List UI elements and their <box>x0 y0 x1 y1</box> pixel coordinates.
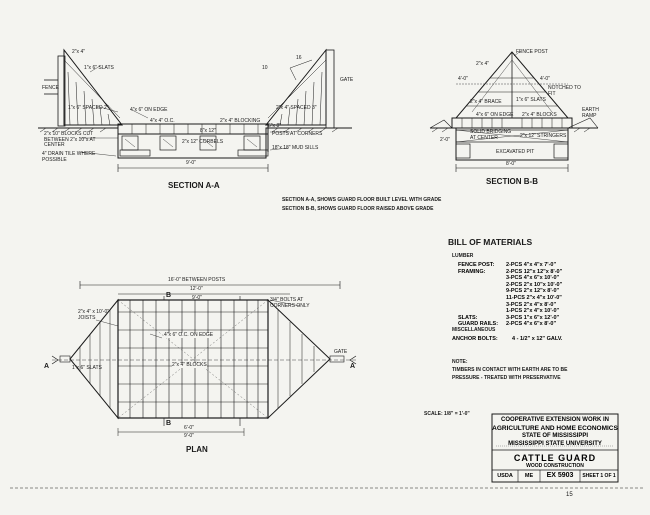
dim-8ft-bb: 8'-0" <box>506 161 516 167</box>
dim-4ft-left: 4'-0" <box>458 76 468 82</box>
bom-row-text: 2-PCS 4"x 6"x 8'-0" <box>506 321 557 328</box>
label-plan-gate: GATE <box>334 349 348 355</box>
bom-row-text: 2-PCS 12"x 12"x 8'-0" <box>506 268 563 275</box>
dim-9ft-plan: 9'-0" <box>192 295 202 301</box>
corner-mark: 15 <box>566 492 573 498</box>
title-block-line-1: COOPERATIVE EXTENSION WORK IN <box>501 417 609 423</box>
dim-16ft-posts: 16'-0" BETWEEN POSTS <box>168 277 226 283</box>
label-bb-blocks: 2"x 4" BLOCKS <box>522 112 557 118</box>
bom-heading-misc: MISCELLANEOUS <box>452 327 496 333</box>
note-line-1: TIMBERS IN CONTACT WITH EARTH ARE TO BE <box>452 367 568 373</box>
section-bb-drawing <box>429 49 599 172</box>
bom-title: BILL OF MATERIALS <box>448 237 533 247</box>
agency2-cell: ME <box>524 473 534 479</box>
label-slope-10: 10 <box>262 65 268 71</box>
bom-row-text: 1-PCS 2"x 4"x 10'-0" <box>506 308 560 315</box>
dim-6ft-plan: 6'-0" <box>184 425 194 431</box>
ex-number-cell: EX 5903 <box>546 472 574 479</box>
bom-row-text: 11-PCS 2"x 4"x 10'-0" <box>506 295 562 301</box>
bom-row-text: 9-PCS 2"x 12"x 8'-0" <box>506 288 560 295</box>
label-bb-2x4: 2"x 4" <box>476 61 490 67</box>
bom-misc-label: ANCHOR BOLTS: <box>452 336 498 342</box>
dim-9ft-aa: 9'-0" <box>186 160 196 166</box>
scale-label: SCALE: 1/8" = 1'-0" <box>424 411 470 417</box>
section-marker-b-top: B <box>166 292 172 299</box>
section-note-1: SECTION A-A, SHOWS GUARD FLOOR BUILT LEV… <box>282 197 442 203</box>
note-heading: NOTE: <box>452 359 468 365</box>
title-block-line-4: MISSISSIPPI STATE UNIVERSITY <box>508 441 602 447</box>
section-note-2: SECTION B-B, SHOWS GUARD FLOOR RAISED AB… <box>282 206 434 212</box>
section-marker-a-right: A <box>350 363 356 370</box>
label-bb-4x6: 4"x 6" ON EDGE <box>476 112 514 118</box>
label-6x8: 6"x 8" <box>268 123 282 129</box>
label-2x4-blocking: 2"x 4" BLOCKING <box>220 118 261 124</box>
bom-heading-lumber: LUMBER <box>452 253 474 259</box>
section-marker-b-bottom: B <box>166 420 172 427</box>
label-drain-tile: 4" DRAIN TILE WHERE POSSIBLE <box>42 151 96 163</box>
label-4x4-oc: 4"x 4" O.C. <box>150 118 175 124</box>
label-slats: 1"x 6" SLATS <box>84 65 114 71</box>
title-block-frame <box>491 413 619 483</box>
dim-4ft-right: 4'-0" <box>540 76 550 82</box>
label-brace: 2"x 4" BRACE <box>470 99 502 105</box>
label-earth-ramp: EARTH RAMP <box>582 107 599 119</box>
bom-row-label: SLATS: <box>458 314 478 321</box>
label-blocks-cut: 2"x 10" BLOCKS CUT BETWEEN 2"x 10"s AT C… <box>44 131 96 148</box>
label-joists: 2"x 4" x 10'-0" JOISTS <box>78 309 110 321</box>
dim-9ft-plan-bottom: 9'-0" <box>184 433 194 439</box>
section-aa-title: SECTION A-A <box>168 181 220 190</box>
bom-row-text: 3-PCS 1"x 6"x 12'-0" <box>506 314 560 321</box>
label-spaced-3: 2"x 4" SPACED 3" <box>276 105 317 111</box>
label-gate: GATE <box>340 77 354 83</box>
label-spaced-2: 1"x 6" SPACED 2" <box>68 105 109 111</box>
title-block-line-2: AGRICULTURE AND HOME ECONOMICS <box>492 425 618 432</box>
bom-row-text: 2-PCS 2"x 10"x 10'-0" <box>506 281 563 288</box>
label-8x12: 8"x 12" <box>200 128 216 134</box>
bom-row-text: 3-PCS 2"x 4"x 8'-0" <box>506 301 557 308</box>
label-fence: FENCE <box>42 85 59 91</box>
label-bolts-corners: 3/4" BOLTS AT CORNERS ONLY <box>270 297 310 309</box>
label-notched: NOTCHED TO FIT <box>548 85 581 97</box>
agency-cell: USDA <box>497 473 513 479</box>
section-aa-drawing <box>38 48 352 172</box>
dim-12ft: 12'-0" <box>190 286 203 292</box>
label-pit: EXCAVATED PIT <box>496 149 535 155</box>
label-2x4: 2"x 4" <box>72 49 86 55</box>
bom-row-text: 2-PCS 4"x 4"x 7'-0" <box>506 262 557 268</box>
dim-2ft-bb: 2'-0" <box>440 137 450 143</box>
label-corbels: 2"x 12" CORBELS <box>182 139 224 145</box>
label-slope-16: 16 <box>296 55 302 61</box>
label-plan-blocks: 2"x 4" BLOCKS <box>172 362 207 368</box>
drawing-subtitle: WOOD CONSTRUCTION <box>526 463 584 469</box>
label-4x6-on-edge: 4"x 6" ON EDGE <box>130 107 168 113</box>
bom-row-label: FENCE POST: <box>458 262 495 268</box>
section-marker-a-left: A <box>44 363 50 370</box>
drawing-title: CATTLE GUARD <box>513 453 597 463</box>
label-plan-slats: 1"x 6" SLATS <box>72 365 102 371</box>
sheet-cell: SHEET 1 OF 1 <box>582 473 616 479</box>
bom-row-label: GUARD RAILS: <box>458 321 499 328</box>
section-bb-title: SECTION B-B <box>486 177 538 186</box>
bom-row-label: FRAMING: <box>458 268 486 275</box>
title-block-line-3: STATE OF MISSISSIPPI <box>521 433 589 439</box>
note-line-2: PRESSURE - TREATED WITH PRESERVATIVE <box>452 375 561 381</box>
label-mud-sills: 18"x 18" MUD SILLS <box>272 145 319 151</box>
bom-misc-text: 4 - 1/2" x 12" GALV. <box>512 336 563 342</box>
label-posts-corners: POSTS AT CORNERS <box>272 131 323 137</box>
label-bb-slats: 1"x 6" SLATS <box>516 97 546 103</box>
bom-row-text: 3-PCS 4"x 6"x 10'-0" <box>506 275 560 282</box>
label-bridging: SOLID BRIDGING AT CENTER <box>470 129 512 141</box>
plan-drawing <box>51 281 357 436</box>
plan-title: PLAN <box>186 445 208 454</box>
label-plan-4x6: 4"x 6" O.C. ON EDGE <box>164 332 214 338</box>
label-fence-post: FENCE POST <box>516 49 548 55</box>
label-stringers: 2"x 12" STRINGERS <box>520 133 567 139</box>
